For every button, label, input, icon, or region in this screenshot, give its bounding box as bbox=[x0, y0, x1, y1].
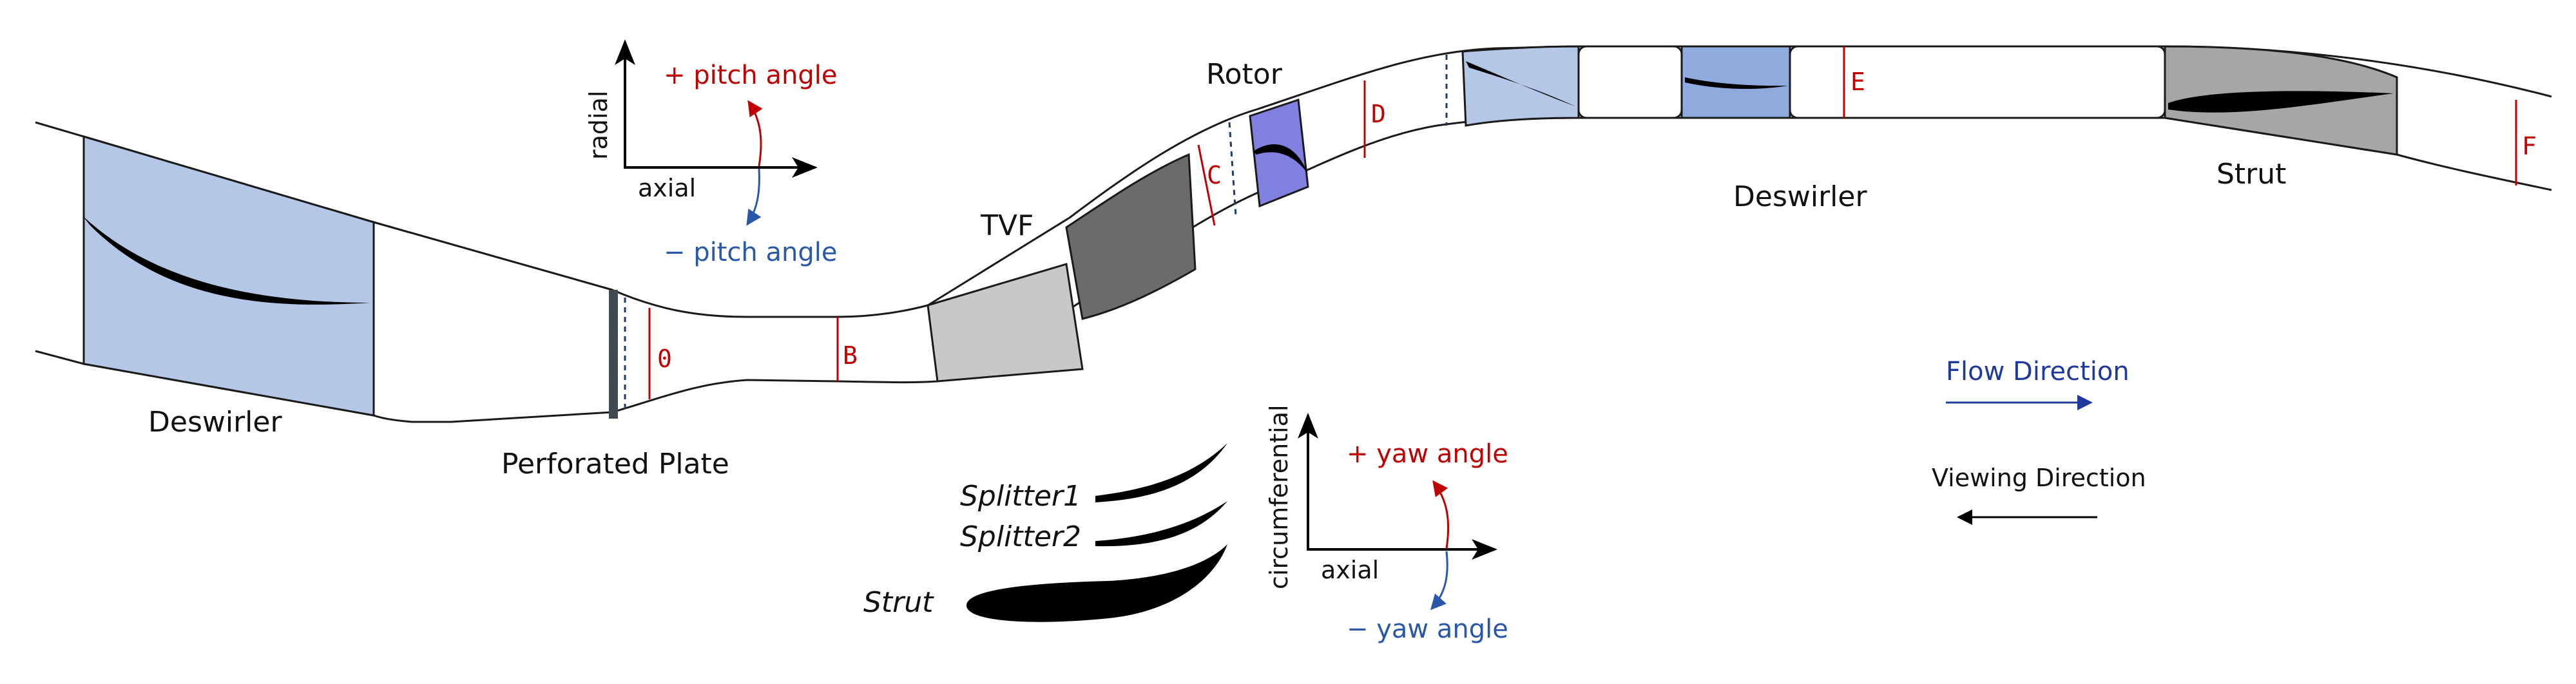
plane-c-label: C bbox=[1207, 161, 1222, 189]
splitter1-profile bbox=[1095, 443, 1227, 502]
pitch-axial-axis-label: axial bbox=[638, 174, 696, 202]
rotor-blade bbox=[1253, 144, 1308, 174]
plane-f-label: F bbox=[2522, 132, 2537, 160]
inlet-section bbox=[372, 221, 613, 423]
strut-profile-label: Strut bbox=[863, 586, 934, 619]
plus-yaw-arrow bbox=[1432, 480, 1450, 549]
left-deswirler-box bbox=[82, 135, 375, 417]
rotor-inlet-dashed-line bbox=[1228, 122, 1237, 216]
minus-yaw-arrow bbox=[1430, 551, 1448, 611]
strut-right-label: Strut bbox=[2216, 158, 2286, 191]
rotor-label: Rotor bbox=[1206, 58, 1283, 91]
yaw-reference-frame: circumferential axial + yaw angle − yaw … bbox=[1265, 404, 1508, 644]
deswirler-gap bbox=[1577, 45, 1683, 119]
minus-yaw-label: − yaw angle bbox=[1347, 614, 1508, 644]
direction-legend: Flow Direction Viewing Direction bbox=[1932, 357, 2146, 525]
left-deswirler-vane bbox=[82, 216, 370, 305]
viewing-direction-label: Viewing Direction bbox=[1932, 464, 2146, 492]
perforated-plate-label: Perforated Plate bbox=[501, 448, 729, 480]
tvf-dark-section bbox=[1065, 153, 1197, 320]
flow-direction-label: Flow Direction bbox=[1946, 357, 2129, 386]
plane-c-line bbox=[1197, 144, 1216, 226]
deswirler-right-label: Deswirler bbox=[1733, 180, 1867, 213]
tvf-label: TVF bbox=[980, 209, 1033, 242]
plane-d-label: D bbox=[1371, 100, 1386, 128]
plane-0-label: 0 bbox=[657, 345, 672, 373]
radial-axis-label: radial bbox=[584, 91, 613, 160]
left-deswirler bbox=[82, 135, 375, 417]
strut-profile bbox=[2168, 91, 2394, 113]
deswirler-outlet-section bbox=[1789, 45, 2166, 119]
deswirler-left-label: Deswirler bbox=[148, 406, 282, 439]
plus-pitch-arrow bbox=[747, 100, 763, 167]
tvf-light-section bbox=[927, 263, 1084, 383]
splitter2-profile bbox=[1095, 501, 1227, 547]
blade-profiles: Splitter1 Splitter2 Strut bbox=[863, 443, 1227, 622]
plane-b-label: B bbox=[843, 341, 858, 370]
minus-pitch-label: − pitch angle bbox=[664, 238, 837, 267]
deswirler-blade-row-1 bbox=[1461, 45, 1580, 127]
plus-pitch-label: + pitch angle bbox=[664, 61, 837, 90]
yaw-axial-axis-label: axial bbox=[1321, 556, 1379, 584]
deswirler-blade-2 bbox=[1685, 77, 1788, 90]
plane-e-label: E bbox=[1850, 68, 1865, 96]
pitch-reference-frame: radial axial + pitch angle − pitch angle bbox=[584, 39, 837, 267]
splitter1-label: Splitter1 bbox=[960, 480, 1081, 513]
deswirler-blade-1 bbox=[1466, 61, 1575, 106]
splitter2-label: Splitter2 bbox=[960, 520, 1081, 553]
circumferential-axis-label: circumferential bbox=[1265, 404, 1293, 589]
perforated-plate bbox=[609, 290, 618, 419]
minus-pitch-arrow bbox=[746, 168, 762, 226]
plus-yaw-label: + yaw angle bbox=[1347, 439, 1508, 469]
strut-blade-profile bbox=[966, 544, 1227, 622]
